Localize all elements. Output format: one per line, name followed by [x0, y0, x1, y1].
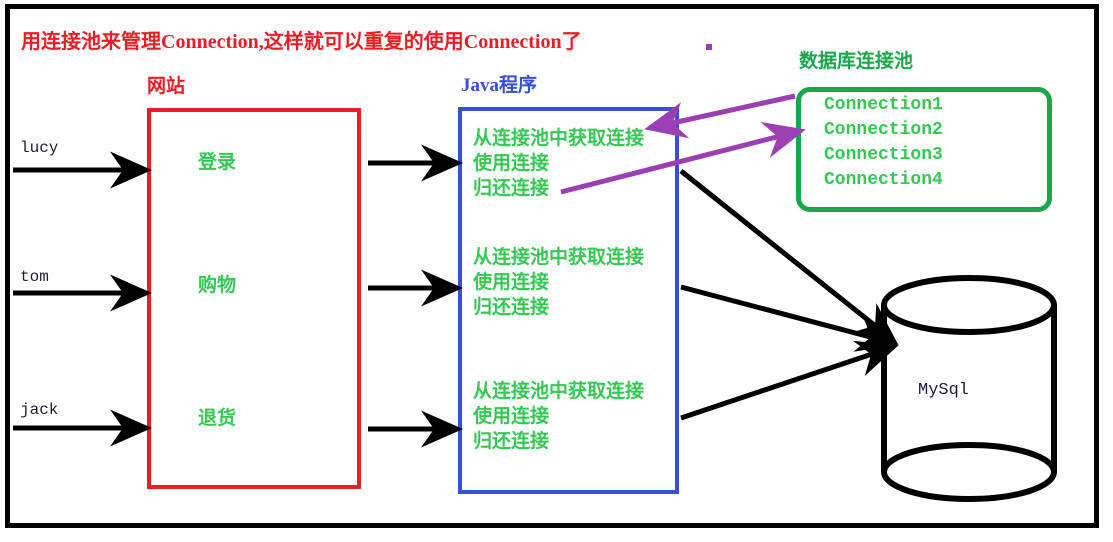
user-label-jack: jack	[20, 401, 59, 419]
java-block-1-line-3: 归还连接	[473, 178, 550, 199]
connection-item-4: Connection4	[824, 170, 943, 190]
java-block-3: 从连接池中获取连接 使用连接 归还连接	[473, 379, 644, 454]
java-block-1-line-2: 使用连接	[473, 153, 550, 174]
website-section-label: 网站	[147, 76, 186, 97]
connection-item-2: Connection2	[824, 120, 943, 140]
java-block-2-line-3: 归还连接	[473, 297, 550, 318]
java-section-label: Java程序	[461, 75, 538, 96]
java-block-3-line-1: 从连接池中获取连接	[473, 381, 645, 402]
java-block-2-line-2: 使用连接	[473, 272, 550, 293]
website-item-login: 登录	[198, 152, 237, 173]
page-title: 用连接池来管理Connection,这样就可以重复的使用Connection了	[21, 31, 582, 53]
purple-dot-marker	[706, 44, 712, 50]
java-block-1-line-1: 从连接池中获取连接	[473, 128, 645, 149]
java-block-2: 从连接池中获取连接 使用连接 归还连接	[473, 245, 644, 320]
user-label-lucy: lucy	[20, 139, 59, 157]
connection-item-3: Connection3	[824, 145, 943, 165]
user-label-tom: tom	[20, 268, 49, 286]
website-item-return: 退货	[198, 408, 237, 429]
java-block-3-line-2: 使用连接	[473, 406, 550, 427]
database-label: MySql	[918, 381, 970, 400]
connection-pool-section-label: 数据库连接池	[799, 51, 914, 72]
java-block-2-line-1: 从连接池中获取连接	[473, 247, 645, 268]
connection-item-1: Connection1	[824, 95, 943, 115]
outer-frame	[5, 4, 1099, 528]
website-item-shopping: 购物	[198, 275, 237, 296]
java-block-1: 从连接池中获取连接 使用连接 归还连接	[473, 126, 644, 201]
java-block-3-line-3: 归还连接	[473, 431, 550, 452]
website-box	[147, 108, 361, 489]
